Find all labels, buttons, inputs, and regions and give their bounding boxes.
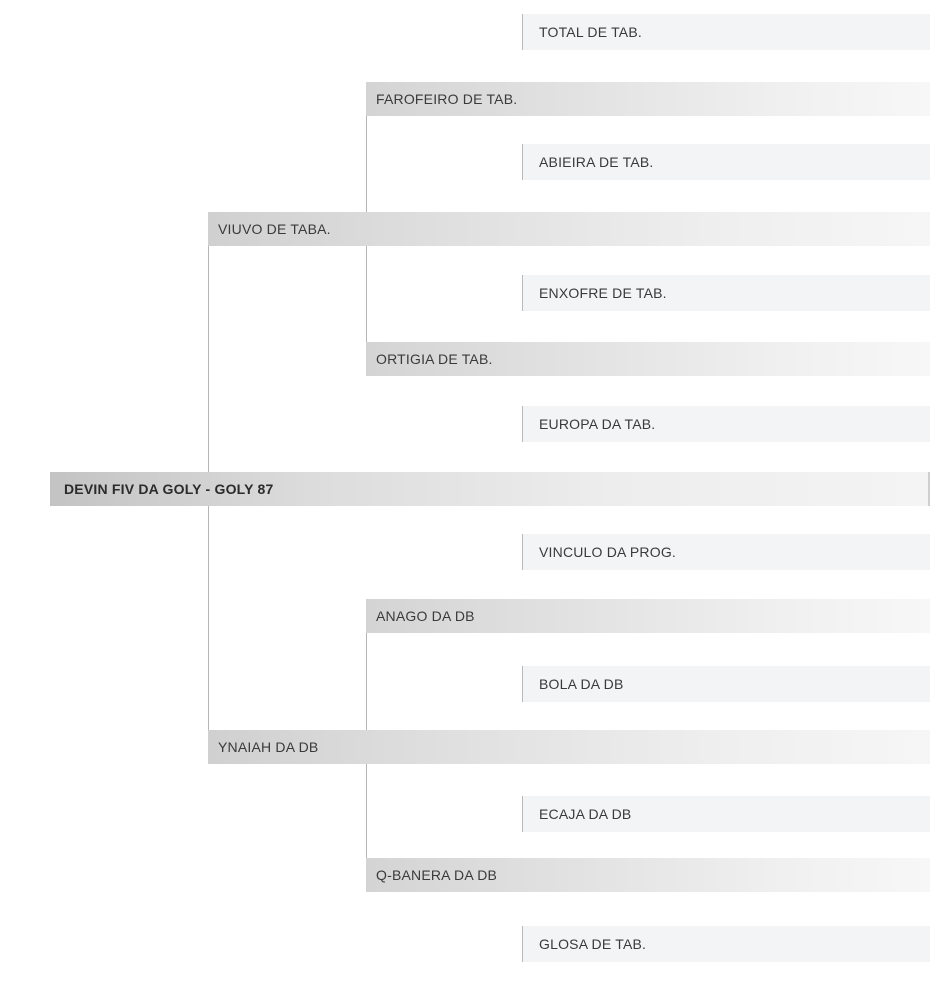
ggp-sire-sire-sire: TOTAL DE TAB. [522,14,930,50]
parent-label: YNAIAH DA DB [218,739,319,755]
gp-dam-sire: ANAGO DA DB [366,599,930,633]
ggp-sire-sire-dam: ABIEIRA DE TAB. [522,144,930,180]
ggp-dam-sire-sire: VINCULO DA PROG. [522,534,930,570]
parent-label: VIUVO DE TABA. [218,221,331,237]
gp-sire-sire: FAROFEIRO DE TAB. [366,82,930,116]
gp-label: ANAGO DA DB [376,608,475,624]
gp-dam-dam: Q-BANERA DA DB [366,858,930,892]
ggp-label: VINCULO DA PROG. [539,544,677,560]
ggp-label: ENXOFRE DE TAB. [539,285,667,301]
ggp-label: EUROPA DA TAB. [539,416,656,432]
parent-dam: YNAIAH DA DB [208,730,930,764]
ggp-label: ECAJA DA DB [539,806,632,822]
ggp-dam-dam-dam: GLOSA DE TAB. [522,926,930,962]
ggp-label: BOLA DA DB [539,676,624,692]
gp-label: FAROFEIRO DE TAB. [376,91,518,107]
ggp-dam-dam-sire: ECAJA DA DB [522,796,930,832]
gp-label: ORTIGIA DE TAB. [376,351,493,367]
ggp-label: ABIEIRA DE TAB. [539,154,654,170]
ggp-sire-dam-dam: EUROPA DA TAB. [522,406,930,442]
subject-animal: DEVIN FIV DA GOLY - GOLY 87 [50,472,930,506]
ggp-dam-sire-dam: BOLA DA DB [522,666,930,702]
ggp-sire-dam-sire: ENXOFRE DE TAB. [522,275,930,311]
ggp-label: TOTAL DE TAB. [539,24,642,40]
gp-sire-dam: ORTIGIA DE TAB. [366,342,930,376]
gp-label: Q-BANERA DA DB [376,867,498,883]
subject-label: DEVIN FIV DA GOLY - GOLY 87 [64,481,274,497]
parent-sire: VIUVO DE TABA. [208,212,930,246]
ggp-label: GLOSA DE TAB. [539,936,647,952]
